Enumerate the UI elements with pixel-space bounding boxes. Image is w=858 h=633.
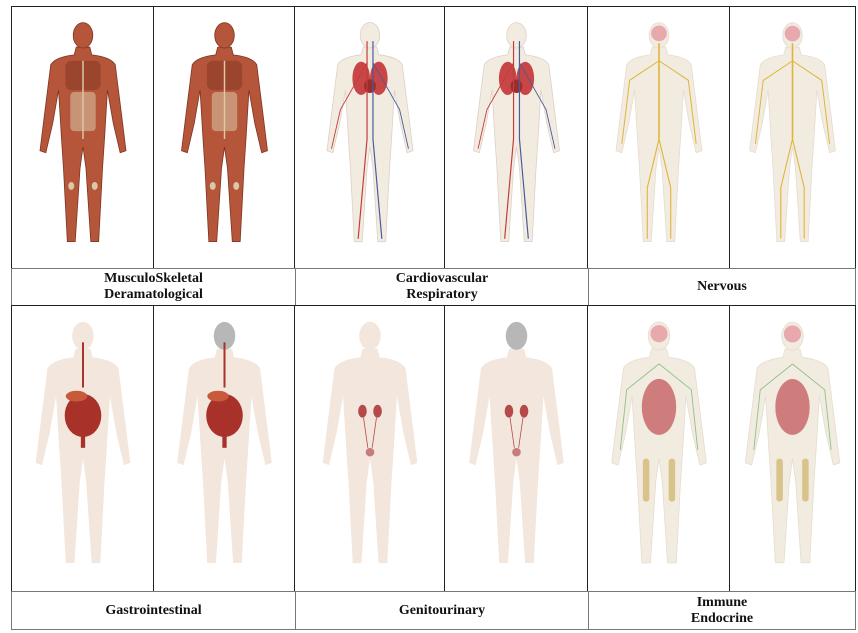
panel-immune-front <box>587 305 731 592</box>
muscle-back-figure <box>154 7 295 268</box>
body-silhouette <box>474 47 560 242</box>
knee <box>210 182 216 190</box>
caption-gastrointestinal: Gastrointestinal <box>11 591 296 630</box>
brain <box>785 26 801 42</box>
gu-back-figure <box>445 306 588 591</box>
gi-front-figure <box>12 306 154 591</box>
rectum <box>81 433 85 448</box>
kidney <box>358 405 367 418</box>
panel-gu-back <box>444 305 589 592</box>
caption-immune: Immune Endocrine <box>588 591 856 630</box>
nerve-back-figure <box>730 7 855 268</box>
rectum <box>222 433 226 448</box>
caption-text: Immune Endocrine <box>691 595 753 627</box>
head <box>507 23 527 48</box>
head <box>506 322 528 350</box>
kidney <box>373 405 382 418</box>
organs <box>775 379 809 435</box>
liver <box>207 391 229 402</box>
organs <box>642 379 676 435</box>
panel-gi-back <box>153 305 296 592</box>
head <box>215 23 235 48</box>
panel-gu-front <box>294 305 446 592</box>
caption-text: Genitourinary <box>399 603 485 619</box>
kidney <box>505 405 514 418</box>
caption-musculoskeletal: MusculoSkeletal Deramatological <box>11 268 296 306</box>
bladder <box>512 448 521 457</box>
immune-front-figure <box>588 306 730 591</box>
head <box>360 23 380 48</box>
panel-muscle-front <box>11 6 155 269</box>
knee <box>68 182 74 190</box>
panel-nerve-front <box>587 6 731 269</box>
muscle-front-figure <box>12 7 154 268</box>
caption-nervous: Nervous <box>588 268 856 306</box>
brain <box>650 325 667 342</box>
caption-text: Gastrointestinal <box>105 603 201 619</box>
liver <box>66 391 88 402</box>
caption-text: Nervous <box>697 279 747 295</box>
knee <box>92 182 98 190</box>
brain <box>651 26 667 42</box>
panel-gi-front <box>11 305 155 592</box>
caption-cardiovascular: Cardiovascular Respiratory <box>295 268 589 306</box>
heart <box>511 79 523 93</box>
femur <box>669 459 675 502</box>
femur <box>643 459 649 502</box>
femur <box>802 459 808 502</box>
caption-text: Cardiovascular Respiratory <box>396 271 489 303</box>
body-systems-figure-grid: MusculoSkeletal Deramatological Cardiova… <box>11 6 856 630</box>
head <box>359 322 381 350</box>
caption-genitourinary: Genitourinary <box>295 591 589 630</box>
knee <box>233 182 239 190</box>
kidney <box>520 405 529 418</box>
cardio-back-figure <box>445 7 588 268</box>
panel-muscle-back <box>153 6 296 269</box>
body-silhouette <box>327 47 413 242</box>
panel-nerve-back <box>729 6 856 269</box>
cardio-front-figure <box>295 7 445 268</box>
panel-immune-back <box>729 305 856 592</box>
panel-cardio-front <box>294 6 446 269</box>
nerve-front-figure <box>588 7 730 268</box>
heart <box>364 79 376 93</box>
immune-back-figure <box>730 306 855 591</box>
femur <box>776 459 782 502</box>
brain <box>784 325 801 342</box>
gi-back-figure <box>154 306 295 591</box>
panel-cardio-back <box>444 6 589 269</box>
gu-front-figure <box>295 306 445 591</box>
caption-text: MusculoSkeletal Deramatological <box>104 271 203 303</box>
head <box>73 23 93 48</box>
bladder <box>366 448 375 457</box>
